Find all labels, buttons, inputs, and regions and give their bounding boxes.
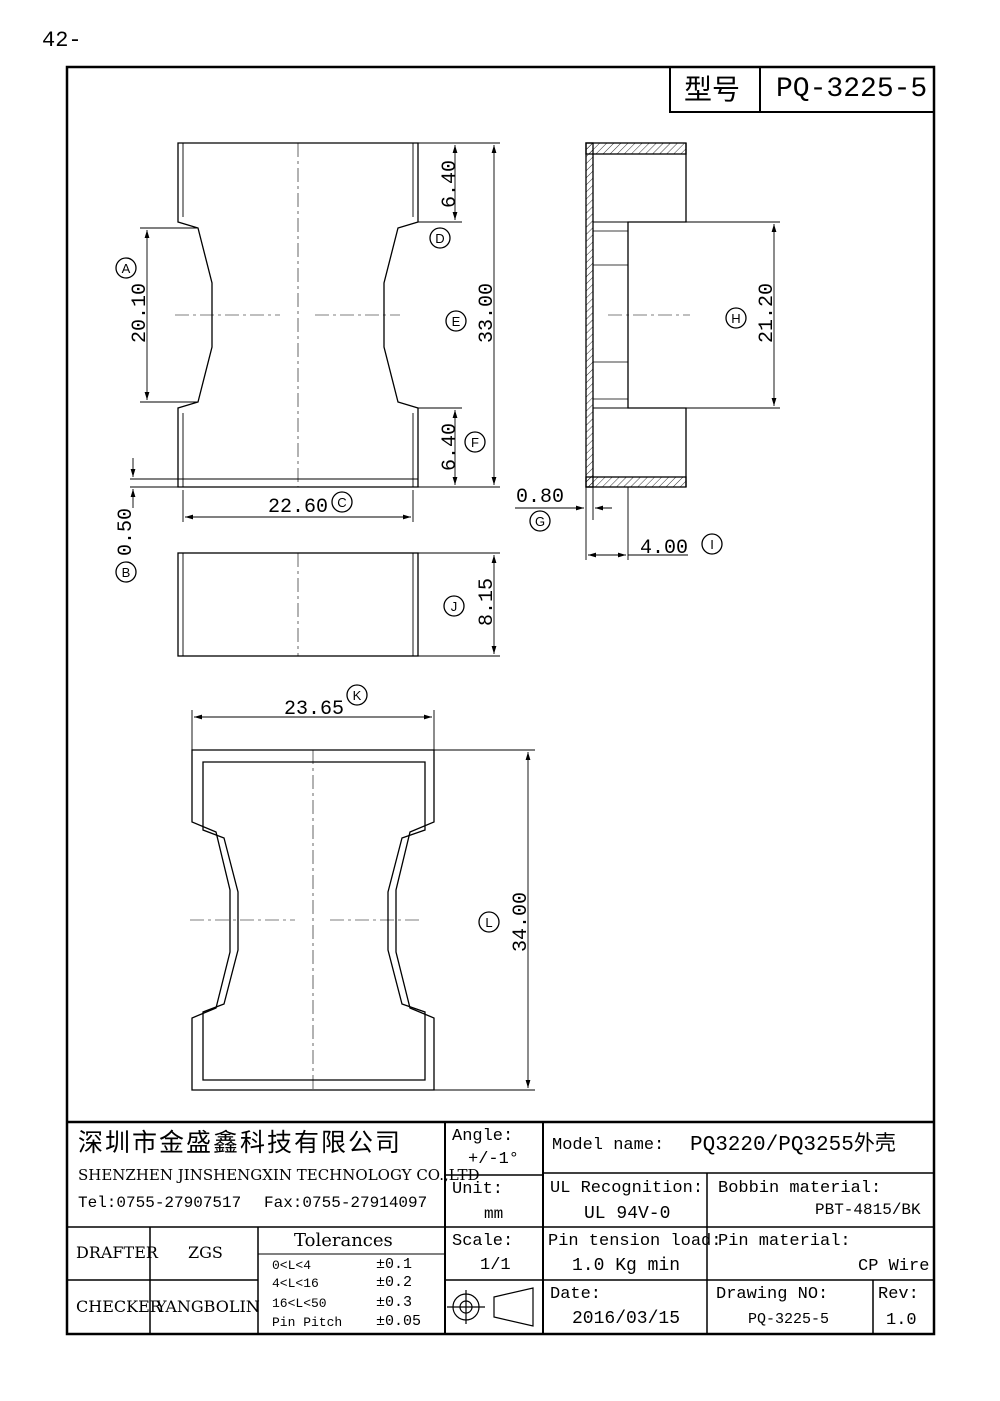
ul-label: UL Recognition: <box>550 1179 704 1198</box>
company-name-en: SHENZHEN JINSHENGXIN TECHNOLOGY CO.,LTD <box>78 1166 480 1184</box>
pin-tension-label: Pin tension load: <box>548 1232 722 1251</box>
dim-b-value: 0.50 <box>115 508 138 556</box>
dim-h-value: 21.20 <box>756 283 779 343</box>
drawing-no-label: Drawing NO: <box>716 1285 829 1304</box>
scale-value: 1/1 <box>480 1256 511 1275</box>
top-view <box>175 142 419 488</box>
unit-label: Unit: <box>452 1180 504 1199</box>
unit-value: mm <box>484 1205 504 1223</box>
tolerance-value: ±0.05 <box>376 1313 422 1330</box>
callout-f: F <box>471 435 479 450</box>
bobbin-label: Bobbin material: <box>718 1179 882 1198</box>
callout-h: H <box>731 311 740 326</box>
callout-k: K <box>353 688 362 703</box>
projection-symbol <box>447 1287 534 1327</box>
elevation-dims <box>418 552 500 657</box>
scale-label: Scale: <box>452 1232 514 1251</box>
title-block-grid <box>67 1120 934 1334</box>
bottom-view <box>190 749 435 1091</box>
tolerances-title: Tolerances <box>294 1230 393 1251</box>
tolerance-range: 16<L<50 <box>272 1296 327 1311</box>
callout-j: J <box>451 599 458 614</box>
company-name-cn: 深圳市金盛鑫科技有限公司 <box>78 1128 403 1157</box>
company-fax: Fax:0755-27914097 <box>264 1194 428 1212</box>
callout-e: E <box>452 314 461 329</box>
callout-g: G <box>535 514 545 529</box>
checker-value: YANGBOLIN <box>156 1297 260 1316</box>
dim-d-value: 6.40 <box>439 160 462 208</box>
drawing-border <box>65 65 936 1336</box>
dim-c-value: 22.60 <box>268 496 328 519</box>
callout-c: C <box>337 495 346 510</box>
drafter-label: DRAFTER <box>76 1243 158 1262</box>
drafter-value: ZGS <box>188 1243 223 1262</box>
top-view-dims <box>130 142 500 522</box>
type-label: 型号 <box>684 73 741 106</box>
angle-label: Angle: <box>452 1127 514 1146</box>
rev-label: Rev: <box>878 1285 919 1304</box>
dim-l-value: 34.00 <box>510 892 533 952</box>
dim-g-value: 0.80 <box>516 486 564 509</box>
pin-material-label: Pin material: <box>718 1232 851 1251</box>
callout-i: I <box>710 537 714 552</box>
date-label: Date: <box>550 1285 602 1304</box>
pin-material-value: CP Wire <box>858 1257 930 1276</box>
header-box <box>669 66 935 113</box>
angle-value: +/-1° <box>468 1150 520 1169</box>
elevation-view <box>177 552 419 657</box>
tolerance-value: ±0.1 <box>376 1256 413 1273</box>
tolerance-range: 0<L<4 <box>272 1258 312 1273</box>
tolerance-value: ±0.2 <box>376 1274 413 1291</box>
date-value: 2016/03/15 <box>572 1309 681 1329</box>
model-label: Model name: <box>552 1136 665 1155</box>
callout-b: B <box>122 565 131 580</box>
tolerance-range: Pin Pitch <box>272 1315 343 1330</box>
page-number: 42- <box>42 28 82 53</box>
dim-j-value: 8.15 <box>476 578 499 626</box>
rev-value: 1.0 <box>886 1311 917 1330</box>
ul-value: UL 94V-0 <box>584 1204 671 1224</box>
tolerance-value: ±0.3 <box>376 1294 413 1311</box>
drawing-no-value: PQ-3225-5 <box>748 1311 830 1328</box>
callout-l: L <box>485 915 492 930</box>
company-tel: Tel:0755-27907517 <box>78 1194 242 1212</box>
checker-label: CHECKER <box>76 1297 162 1316</box>
dim-a-value: 20.10 <box>129 283 152 343</box>
side-view <box>585 142 690 488</box>
dim-f-value: 6.40 <box>439 423 462 471</box>
callout-d: D <box>435 231 444 246</box>
dim-i-value: 4.00 <box>640 537 688 560</box>
model-value: PQ3220/PQ3255外壳 <box>690 1134 896 1157</box>
pin-tension-value: 1.0 Kg min <box>572 1256 681 1276</box>
part-number: PQ-3225-5 <box>776 74 928 105</box>
tolerance-range: 4<L<16 <box>272 1276 319 1291</box>
dim-k-value: 23.65 <box>284 698 344 721</box>
dim-e-value: 33.00 <box>476 283 499 343</box>
side-view-dims <box>515 221 780 560</box>
callout-a: A <box>122 261 131 276</box>
bobbin-value: PBT-4815/BK <box>815 1201 921 1219</box>
bottom-view-dims <box>191 710 535 1091</box>
